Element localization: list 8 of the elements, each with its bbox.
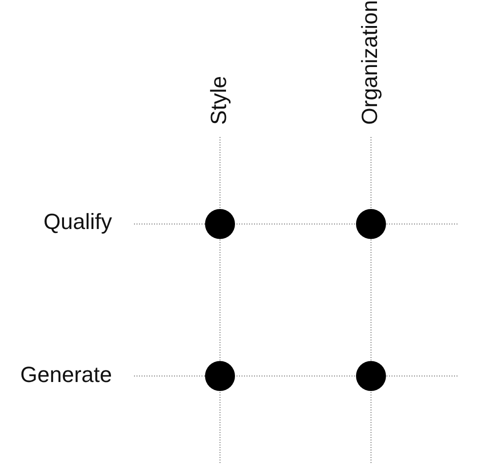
row-header: Generate [20, 362, 112, 388]
column-header: Organization [357, 0, 383, 125]
row-header: Qualify [44, 209, 112, 235]
column-header: Style [206, 76, 232, 125]
filled-dot [356, 361, 386, 391]
filled-dot [356, 209, 386, 239]
filled-dot [205, 361, 235, 391]
filled-dot [205, 209, 235, 239]
